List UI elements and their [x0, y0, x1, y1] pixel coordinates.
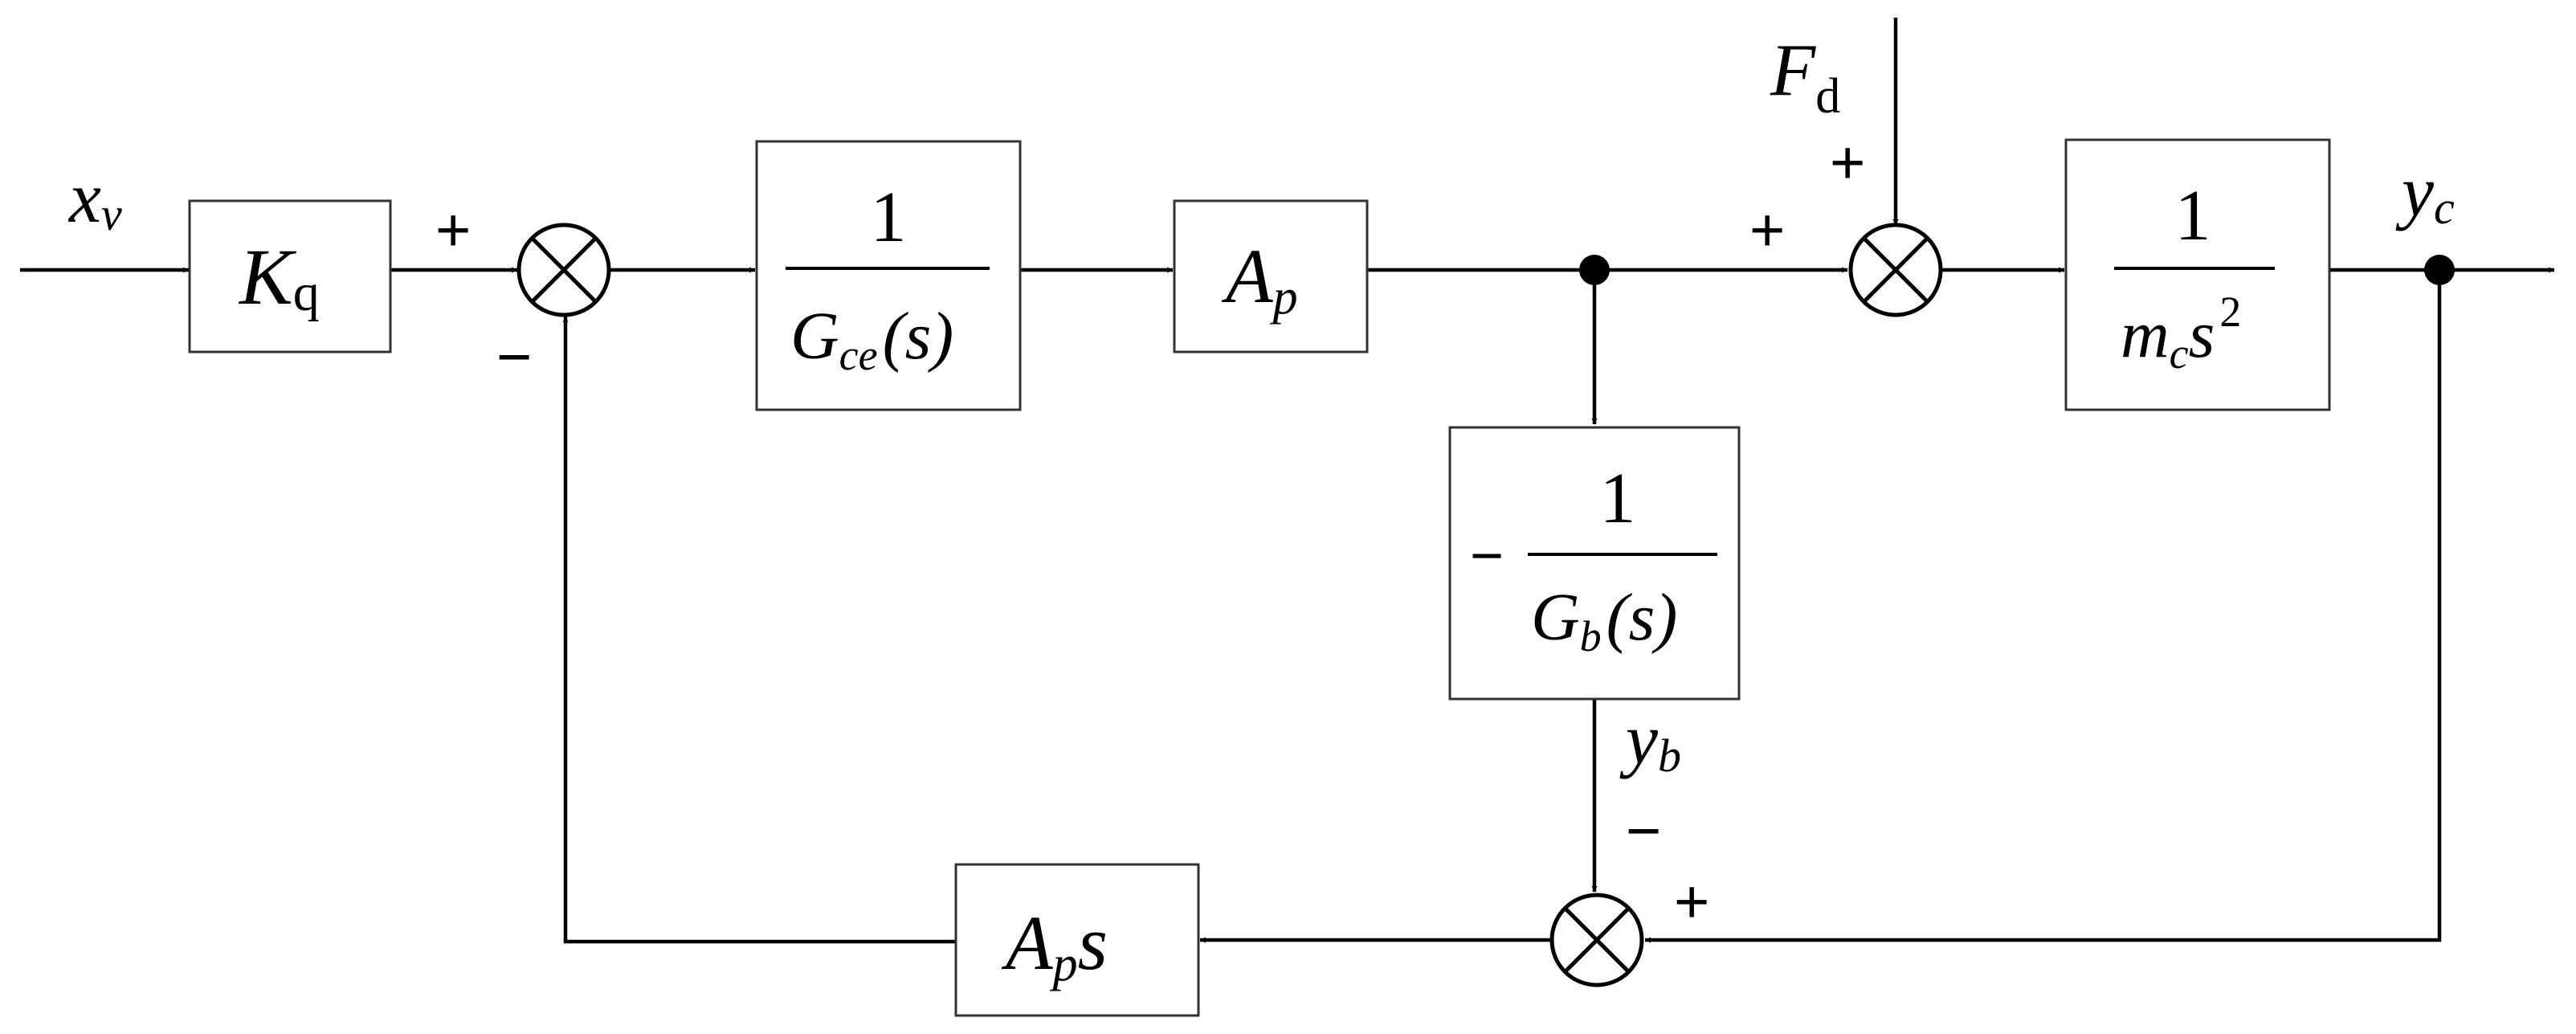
input-signal-label: xv	[67, 158, 122, 240]
ap-label: Ap	[1221, 233, 1298, 325]
sum1-minus-sign: −	[496, 323, 532, 391]
wire-aps-to-sum1	[562, 317, 956, 944]
block-kq: Kq	[188, 199, 392, 354]
gb-negative-sign: −	[1470, 524, 1504, 588]
output-signal-label: yc	[2395, 152, 2455, 234]
sum3-plus-sign: +	[1674, 868, 1709, 936]
block-gce: 1 Gce(s)	[755, 140, 1022, 411]
sum3-minus-sign: −	[1626, 797, 1661, 865]
summing-junction-1	[516, 223, 611, 317]
pickoff-dot-output	[2424, 255, 2455, 285]
kq-label: Kq	[238, 232, 320, 322]
block-gb: − 1 Gb(s)	[1448, 426, 1741, 701]
pickoff-dot-ap	[1579, 255, 1610, 285]
summing-junction-3	[1549, 893, 1644, 987]
summing-junction-2	[1848, 223, 1943, 317]
gce-numerator: 1	[871, 178, 907, 257]
gb-denominator: Gb(s)	[1531, 580, 1677, 660]
block-aps: Aps	[954, 863, 1200, 1017]
sum1-plus-sign: +	[435, 196, 471, 264]
wire-output-feedback-to-sum3	[1645, 270, 2442, 943]
sum2-plus-top-sign: +	[1830, 129, 1865, 197]
gb-numerator: 1	[1600, 459, 1636, 538]
gce-denominator: Gce(s)	[790, 299, 953, 379]
block-ap: Ap	[1173, 199, 1369, 354]
sum2-plus-left-sign: +	[1749, 196, 1785, 264]
plant-numerator: 1	[2175, 176, 2211, 255]
aps-label: Aps	[1001, 900, 1108, 991]
disturbance-signal-label: Fd	[1770, 29, 1840, 124]
branch-signal-label: yb	[1619, 700, 1681, 782]
